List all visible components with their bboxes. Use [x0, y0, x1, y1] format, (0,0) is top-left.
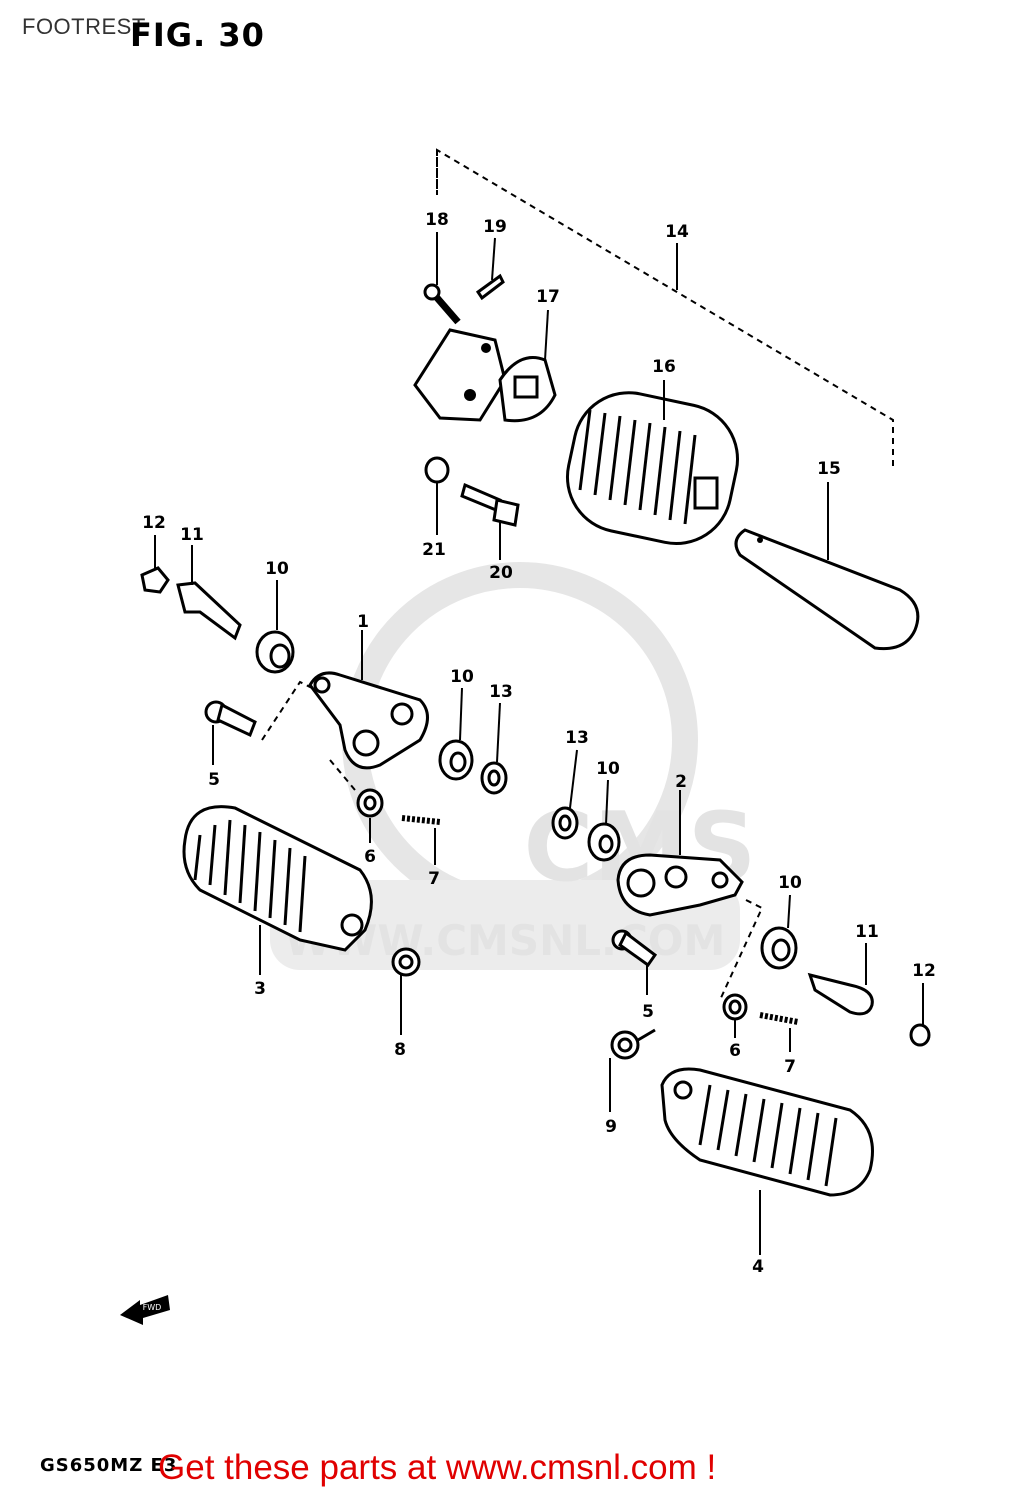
callout-9: 9	[605, 1117, 617, 1137]
callout-7-left: 7	[428, 869, 440, 889]
part-9-spring	[610, 1028, 656, 1060]
part-20-bolt	[460, 482, 520, 527]
part-6-washer-left	[356, 788, 384, 818]
part-5-pin-left	[204, 700, 257, 738]
fwd-label: FWD	[143, 1303, 162, 1312]
callout-17: 17	[536, 287, 560, 307]
part-12-nut-right	[909, 1023, 931, 1047]
callout-19: 19	[483, 217, 507, 237]
page-title: FOOTREST	[22, 14, 146, 39]
callout-16: 16	[652, 357, 676, 377]
part-6-washer-right	[722, 993, 748, 1021]
callout-13-right: 13	[565, 728, 589, 748]
part-10-bushing-right-inner	[587, 822, 621, 862]
callout-10-right-inner: 10	[596, 759, 620, 779]
callout-3: 3	[254, 979, 266, 999]
dash-5-left	[261, 680, 313, 741]
callout-6-left: 6	[364, 847, 376, 867]
part-11-bolt-left	[176, 581, 242, 641]
part-21-washer	[424, 456, 450, 484]
part-18-pin	[423, 283, 461, 325]
part-1-footrest-arm	[308, 671, 429, 770]
callout-5-right: 5	[642, 1002, 654, 1022]
callout-11-right: 11	[855, 922, 879, 942]
callout-7-right: 7	[784, 1057, 796, 1077]
callout-10-right-outer: 10	[778, 873, 802, 893]
dash-6-right	[719, 899, 764, 1001]
figure-title: FIG. 30	[130, 16, 265, 54]
callout-20: 20	[489, 563, 513, 583]
promo-link[interactable]: Get these parts at www.cmsnl.com !	[158, 1448, 717, 1487]
callout-14: 14	[665, 222, 689, 242]
part-15-shaft	[734, 528, 920, 651]
part-10-bushing-center	[438, 739, 474, 781]
part-16-rubber	[565, 391, 740, 545]
part-4-footrest-right	[660, 1067, 874, 1197]
model-code: GS650MZ E3	[40, 1455, 178, 1476]
callout-6-right: 6	[729, 1041, 741, 1061]
callout-18: 18	[425, 210, 449, 230]
callout-10-center: 10	[450, 667, 474, 687]
callout-21: 21	[422, 540, 446, 560]
part-7-spring-left	[401, 815, 441, 825]
part-11-bolt-right	[807, 972, 874, 1016]
part-7-spring-right	[759, 1012, 799, 1025]
part-13-washer-left	[480, 761, 508, 795]
part-2-footrest-arm	[616, 853, 744, 917]
callout-numbers: 1 2 3 4 5 5 6 6 7 7 8 9 10 10 10 10 11 1…	[142, 210, 936, 1277]
callout-10-left-top: 10	[265, 559, 289, 579]
footrest-bracket	[413, 328, 507, 422]
callout-1: 1	[357, 612, 369, 632]
part-10-bushing-right-outer	[760, 926, 798, 970]
part-19-cotter-pin	[475, 273, 505, 301]
part-10-bushing-left	[255, 630, 295, 674]
part-12-nut-left	[140, 566, 170, 594]
callout-12-left: 12	[142, 513, 166, 533]
callout-13-left: 13	[489, 682, 513, 702]
part-13-washer-right	[551, 806, 579, 840]
assembly-bracket-14	[436, 148, 894, 468]
callout-8: 8	[394, 1040, 406, 1060]
callout-5-left: 5	[208, 770, 220, 790]
callout-11-left: 11	[180, 525, 204, 545]
callout-2: 2	[675, 772, 687, 792]
callout-15: 15	[817, 459, 841, 479]
callout-12-right: 12	[912, 961, 936, 981]
part-3-footrest-left	[182, 805, 373, 952]
leader-lines	[154, 232, 924, 1255]
part-8-spring	[391, 947, 421, 977]
forward-direction-arrow: FWD	[120, 1295, 170, 1325]
callout-4: 4	[752, 1257, 764, 1277]
part-17-plate	[498, 356, 557, 423]
